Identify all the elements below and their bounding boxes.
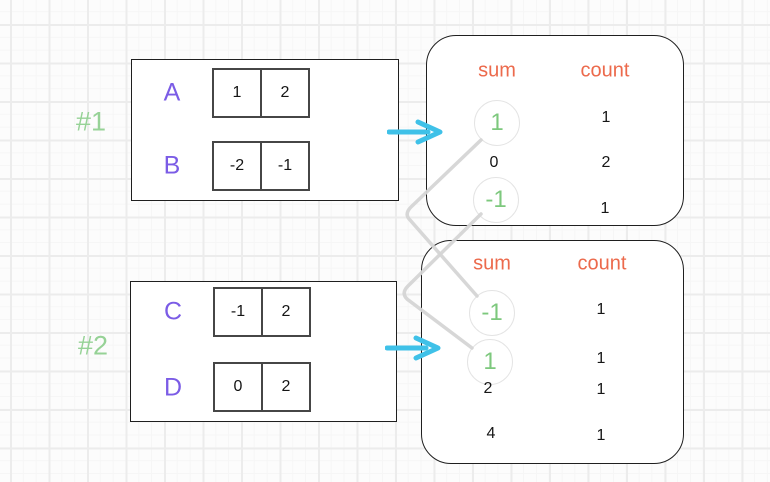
sum-header-1: sum bbox=[478, 59, 516, 82]
count-value: 2 bbox=[601, 154, 611, 171]
group-tag-2: #2 bbox=[77, 330, 109, 361]
sum-value: 1 bbox=[483, 348, 497, 375]
sum-value: 0 bbox=[489, 154, 499, 171]
flow-arrow-2 bbox=[385, 335, 441, 361]
arrow-right-icon bbox=[385, 335, 441, 361]
highlight-circle: 1 bbox=[474, 100, 520, 146]
count-value: 1 bbox=[596, 381, 606, 398]
array-cell: 2 bbox=[261, 287, 311, 337]
array-cell: 2 bbox=[261, 362, 311, 412]
sum-value: 4 bbox=[486, 425, 496, 442]
flow-arrow-1 bbox=[387, 119, 443, 145]
count-value: 1 bbox=[596, 350, 606, 367]
group-tag-1: #1 bbox=[75, 106, 107, 137]
sum-value: -1 bbox=[481, 299, 503, 326]
sum-header-2: sum bbox=[473, 252, 511, 275]
array-a-cells: 1 2 bbox=[212, 68, 310, 118]
array-d-cells: 0 2 bbox=[213, 362, 311, 412]
sum-value: -1 bbox=[485, 186, 507, 213]
highlight-circle: 1 bbox=[467, 339, 513, 385]
sum-value: 1 bbox=[490, 109, 504, 136]
array-b-cells: -2 -1 bbox=[212, 141, 310, 191]
array-cell: 0 bbox=[213, 362, 263, 412]
count-header-1: count bbox=[580, 59, 630, 82]
result-box-2 bbox=[421, 240, 684, 464]
count-header-2: count bbox=[577, 252, 627, 275]
array-name-b: B bbox=[163, 151, 181, 180]
array-cell: -1 bbox=[213, 287, 263, 337]
count-value: 1 bbox=[600, 200, 610, 217]
array-c-cells: -1 2 bbox=[213, 287, 311, 337]
array-name-d: D bbox=[163, 373, 183, 402]
count-value: 1 bbox=[601, 109, 611, 126]
array-name-c: C bbox=[163, 297, 183, 326]
array-cell: -2 bbox=[212, 141, 262, 191]
highlight-circle: -1 bbox=[469, 290, 515, 336]
array-cell: 2 bbox=[260, 68, 310, 118]
highlight-circle: -1 bbox=[473, 177, 519, 223]
count-value: 1 bbox=[596, 301, 606, 318]
array-cell: -1 bbox=[260, 141, 310, 191]
result-box-1 bbox=[426, 35, 684, 226]
arrow-right-icon bbox=[387, 119, 443, 145]
count-value: 1 bbox=[596, 427, 606, 444]
array-name-a: A bbox=[163, 78, 181, 107]
array-cell: 1 bbox=[212, 68, 262, 118]
sum-value: 2 bbox=[483, 380, 493, 397]
